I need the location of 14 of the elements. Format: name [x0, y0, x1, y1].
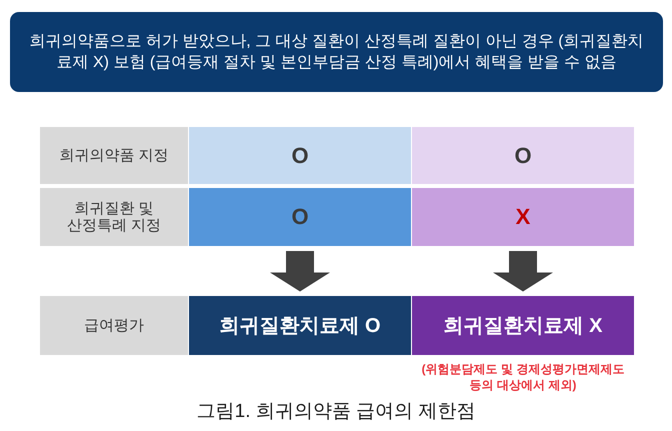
row-header-cell: 희귀의약품 지정 [40, 127, 188, 184]
note-banner: 희귀의약품으로 허가 받았으나, 그 대상 질환이 산정특례 질환이 아닌 경우 (희귀질환치료제 X) 보험 (급여등재 절차 및 본인부담금 산정 특례)에서 혜택을 받을 수 없음 [10, 12, 663, 92]
arrow [493, 251, 553, 292]
row-header-cell: 희귀질환 및 산정특례 지정 [40, 188, 188, 246]
caption: 그림1. 희귀의약품 급여의 제한점 [196, 400, 476, 424]
value-cell: O [189, 127, 411, 184]
note-text: (위험분담제도 및 경제성평가면제제도 등의 대상에서 제외) [420, 361, 626, 393]
arrow [270, 251, 330, 292]
value-cell: O [412, 127, 634, 184]
value-cell: O [189, 188, 411, 246]
value-cell: X [412, 188, 634, 246]
result-cell: 희귀질환치료제 O [189, 296, 411, 355]
row-header-cell: 급여평가 [40, 296, 188, 355]
result-cell: 희귀질환치료제 X [412, 296, 634, 355]
